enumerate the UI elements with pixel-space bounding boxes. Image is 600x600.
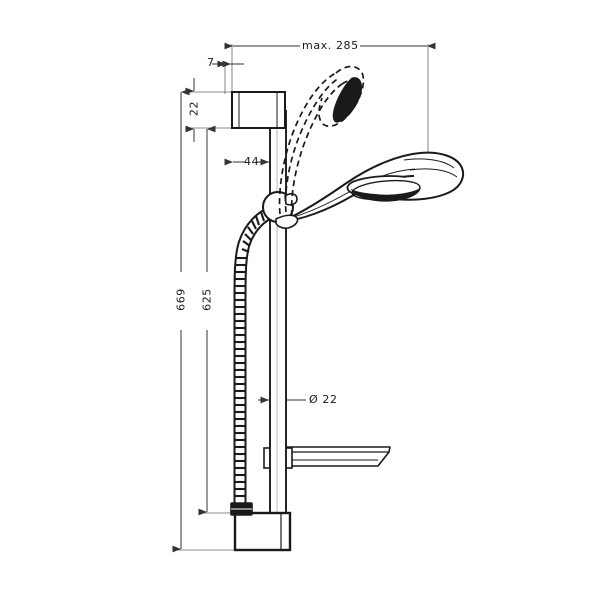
hose-coils <box>235 208 271 498</box>
top-wall-bracket <box>231 91 286 129</box>
dimension-label-bar-diameter: Ø 22 <box>309 393 338 406</box>
dimension-label-bar-length: 625 <box>200 288 214 311</box>
shower-hose <box>230 205 275 516</box>
dimension-label-bracket-height: 22 <box>187 100 201 117</box>
dimension-label-bracket-depth: 44 <box>244 155 260 168</box>
dimension-lines <box>172 42 436 553</box>
handshower-horizontal-position <box>275 151 465 229</box>
handshower-raised-spray-face <box>332 77 363 123</box>
bottom-wall-bracket <box>233 511 292 552</box>
dimension-label-max-reach: max. 285 <box>302 39 359 52</box>
dimension-label-bracket-offset: 7 <box>207 56 215 69</box>
extension-lines <box>176 44 429 551</box>
dimension-label-overall-height: 669 <box>174 288 188 311</box>
shower-bar <box>269 110 287 530</box>
